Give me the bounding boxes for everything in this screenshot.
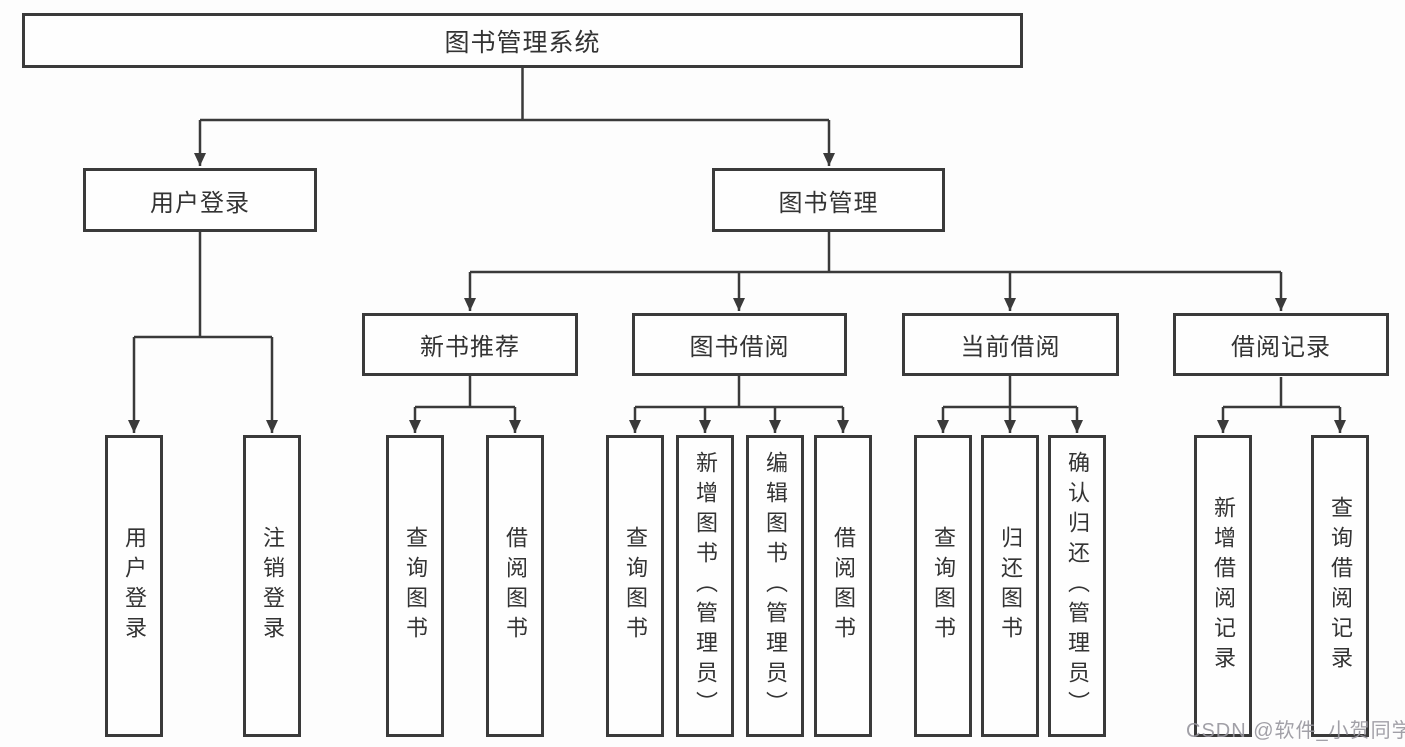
leaf-query-books-1: 查询图书	[386, 435, 444, 737]
leaf-borrow-books-1: 借阅图书	[486, 435, 544, 737]
node-new-book-recommendation: 新书推荐	[362, 313, 578, 376]
node-label: 查询借阅记录	[1328, 496, 1353, 676]
leaf-edit-books-admin: 编辑图书（管理员）	[746, 435, 804, 737]
node-label: 借阅记录	[1231, 334, 1331, 361]
node-library-management-system: 图书管理系统	[22, 13, 1023, 68]
leaf-user-login: 用户登录	[105, 435, 163, 737]
node-label: 查询图书	[931, 526, 956, 646]
node-label: 借阅图书	[831, 526, 856, 646]
leaf-add-borrow-record: 新增借阅记录	[1194, 435, 1252, 737]
node-book-borrowing: 图书借阅	[632, 313, 847, 376]
leaf-query-books-3: 查询图书	[914, 435, 972, 737]
csdn-watermark: CSDN @软件_小贺同学	[1186, 720, 1405, 742]
node-label: 借阅图书	[503, 526, 528, 646]
leaf-logout: 注销登录	[243, 435, 301, 737]
node-label: 用户登录	[150, 189, 250, 217]
connector-trunks	[134, 68, 1340, 409]
node-current-borrowing: 当前借阅	[902, 313, 1119, 376]
node-label: 归还图书	[998, 526, 1023, 646]
leaf-confirm-return-admin: 确认归还（管理员）	[1048, 435, 1106, 737]
node-label: 图书管理系统	[444, 28, 601, 57]
node-label: 图书借阅	[689, 334, 790, 361]
leaf-add-books-admin: 新增图书（管理员）	[676, 435, 734, 737]
leaf-query-books-2: 查询图书	[606, 435, 664, 737]
node-label: 当前借阅	[960, 334, 1061, 361]
node-user-login-branch: 用户登录	[83, 168, 317, 232]
node-book-management-branch: 图书管理	[712, 168, 945, 232]
leaf-borrow-books-2: 借阅图书	[814, 435, 872, 737]
node-label: 编辑图书（管理员）	[763, 451, 788, 721]
node-label: 注销登录	[260, 526, 285, 646]
node-label: 查询图书	[403, 526, 428, 646]
connector-arrows	[128, 120, 1346, 433]
node-label: 用户登录	[122, 526, 147, 646]
node-label: 图书管理	[778, 189, 879, 217]
leaf-query-borrow-record: 查询借阅记录	[1311, 435, 1369, 737]
node-label: 查询图书	[623, 526, 648, 646]
node-label: 新书推荐	[420, 334, 520, 361]
node-label: 新增图书（管理员）	[693, 451, 718, 721]
node-label: 新增借阅记录	[1211, 496, 1236, 676]
node-label: 确认归还（管理员）	[1065, 451, 1090, 721]
node-borrowing-records: 借阅记录	[1173, 313, 1389, 376]
leaf-return-books: 归还图书	[981, 435, 1039, 737]
